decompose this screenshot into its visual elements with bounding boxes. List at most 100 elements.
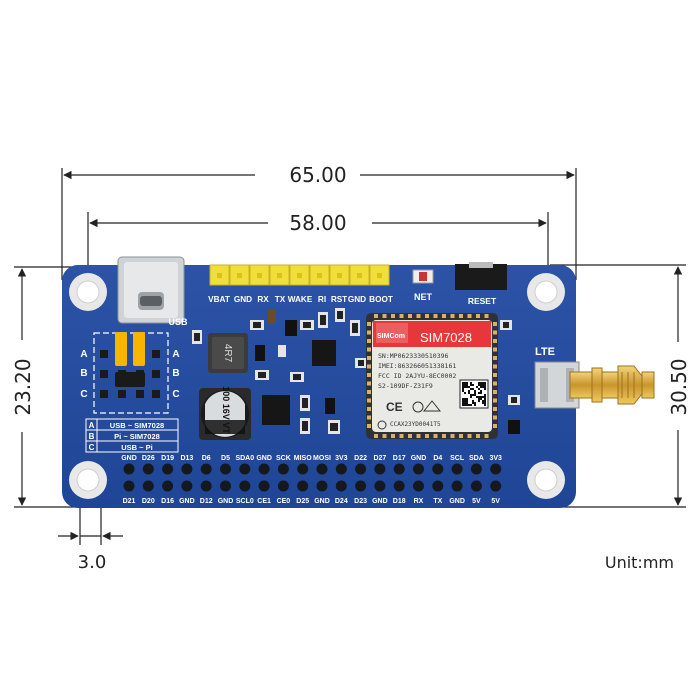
gpio-label-bottom: D20 — [142, 498, 155, 505]
dimension-hole-spacing — [87, 212, 549, 280]
unit-label: Unit:mm — [605, 553, 674, 572]
header-pin-label: VBAT — [208, 295, 230, 304]
header-pin-label: RI — [318, 295, 326, 304]
module-pad — [367, 424, 371, 428]
module-pad — [493, 398, 497, 403]
gpio-hole — [316, 480, 328, 492]
qr-module — [484, 402, 486, 404]
gpio-label-top: D5 — [221, 455, 230, 462]
qr-module — [474, 390, 476, 392]
gpio-label-top: SCL — [450, 455, 465, 462]
jumper-letter-c-left: C — [80, 389, 87, 400]
mounting-hole — [69, 461, 107, 499]
qr-module — [478, 388, 480, 390]
qr-module — [466, 386, 468, 388]
module-pad — [382, 314, 387, 318]
gpio-hole — [123, 463, 135, 475]
module-bottom-code: CCAX23YD0041T5 — [390, 421, 441, 428]
qr-module — [470, 382, 472, 384]
gpio-hole — [413, 480, 424, 492]
gpio-label-bottom: D18 — [393, 498, 406, 505]
module-pad — [367, 373, 371, 377]
gpio-label-top: SDA — [469, 455, 484, 462]
ce-mark: CE — [386, 400, 403, 414]
qr-module — [484, 396, 486, 398]
module-pad — [484, 314, 489, 318]
gpio-hole — [142, 463, 154, 475]
jumper-block[interactable] — [93, 332, 169, 414]
qr-module — [468, 404, 470, 406]
module-imei: IMEI:863266051338161 — [378, 362, 456, 370]
qr-module — [484, 398, 486, 400]
module-fcc: FCC ID 2AJYU-8EC0002 — [378, 372, 456, 380]
sim7028-module — [366, 313, 498, 439]
gpio-label-bottom: SCL0 — [236, 498, 254, 505]
gpio-hole — [470, 463, 482, 475]
gpio-hole — [374, 463, 386, 475]
jumper-letter-a-right: A — [172, 349, 179, 360]
gpio-hole — [393, 480, 405, 492]
module-pad — [442, 434, 446, 438]
jumper-table-key-c: C — [89, 443, 95, 452]
module-pad — [433, 434, 438, 438]
module-pad — [493, 373, 497, 377]
gpio-label-top: D27 — [373, 455, 386, 462]
module-pad — [408, 314, 412, 318]
qr-module — [462, 384, 464, 386]
gpio-hole — [220, 480, 231, 492]
module-pad — [433, 314, 438, 318]
qr-module — [484, 384, 486, 386]
module-pad — [399, 314, 404, 318]
qr-module — [472, 400, 474, 402]
gpio-label-bottom: D25 — [296, 498, 309, 505]
module-recycle-mark — [377, 420, 387, 430]
qr-module — [482, 386, 484, 388]
qr-module — [466, 398, 468, 400]
usb-label: USB — [168, 317, 188, 327]
reset-label: RESET — [468, 296, 497, 306]
qr-module — [462, 386, 464, 388]
dimension-total-width — [61, 168, 577, 280]
lte-antenna-connector[interactable] — [534, 361, 655, 409]
gpio-label-bottom: 5V — [491, 498, 500, 505]
gpio-label-top: MISO — [294, 455, 312, 462]
qr-module — [474, 394, 476, 396]
module-pad — [493, 356, 497, 360]
simcom-logo: SIMCom — [377, 333, 405, 340]
dimension-vertical-right-label: 30.50 — [667, 358, 691, 415]
qr-module — [470, 396, 472, 398]
module-pad — [450, 434, 455, 438]
gpio-label-bottom: CE0 — [277, 498, 291, 505]
qr-module — [480, 382, 482, 384]
jumper-letter-b-left: B — [80, 368, 87, 379]
module-pad — [367, 415, 371, 420]
gpio-label-top: GND — [121, 455, 137, 462]
reset-button[interactable] — [455, 262, 507, 290]
qr-module — [472, 384, 474, 386]
qr-module — [470, 388, 472, 390]
inductor — [208, 333, 248, 373]
qr-module — [474, 392, 476, 394]
qr-module — [478, 396, 480, 398]
gpio-label-bottom: TX — [433, 498, 442, 505]
qr-module — [462, 400, 464, 402]
electrolytic-capacitor — [199, 388, 251, 440]
lte-label: LTE — [535, 346, 555, 358]
module-pad — [391, 314, 395, 318]
header-pin-label: BOOT — [369, 295, 393, 304]
qr-module — [464, 384, 466, 386]
gpio-hole — [470, 480, 482, 492]
module-pad — [476, 434, 480, 438]
dimension-vertical-left-label: 23.20 — [11, 358, 35, 415]
module-pad — [467, 314, 472, 318]
qr-module — [462, 382, 464, 384]
gpio-label-bottom: GND — [314, 498, 330, 505]
gpio-label-top: D26 — [142, 455, 155, 462]
qr-module — [482, 382, 484, 384]
header-pin-hole — [317, 273, 322, 278]
qr-module — [464, 382, 466, 384]
qr-module — [464, 392, 466, 394]
mounting-hole — [69, 273, 107, 311]
header-pin-label: RX — [257, 295, 269, 304]
qr-module — [480, 392, 482, 394]
